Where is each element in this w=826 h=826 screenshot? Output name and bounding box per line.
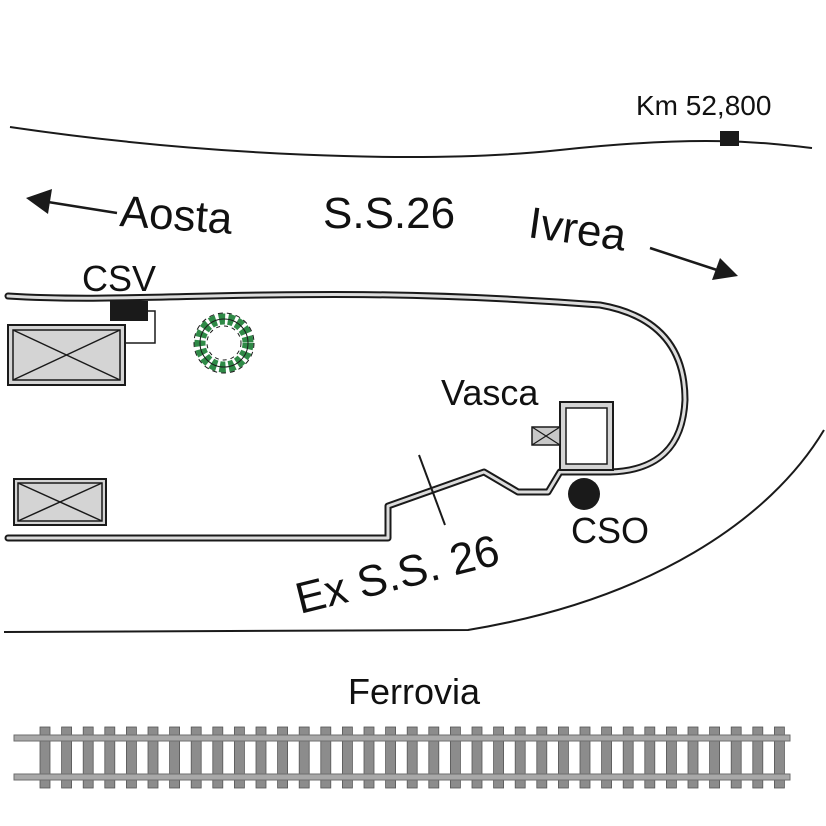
rail-sleeper xyxy=(449,726,461,789)
vasca-pump-box xyxy=(531,426,561,446)
rail-sleeper xyxy=(406,726,418,789)
csv-connector xyxy=(126,310,156,344)
csv-block xyxy=(110,301,148,321)
rail-sleeper xyxy=(558,726,569,789)
rail-sleeper xyxy=(363,726,375,789)
rail-sleeper xyxy=(104,726,116,789)
rail-sleeper xyxy=(471,726,483,789)
ivrea-arrow-shaft xyxy=(649,246,721,273)
vasca-label: Vasca xyxy=(441,372,539,413)
aosta-label: Aosta xyxy=(118,187,234,244)
aosta-arrow-head xyxy=(26,189,52,214)
rail-sleeper xyxy=(39,726,51,789)
km-label: Km 52,800 xyxy=(636,90,771,121)
cso-marker xyxy=(568,478,600,510)
rail-sleeper xyxy=(298,726,310,789)
rail-sleeper xyxy=(774,726,785,789)
tree-icon xyxy=(193,312,255,374)
rail-sleeper xyxy=(752,726,764,789)
rail-sleeper xyxy=(169,726,181,789)
rail-sleeper xyxy=(493,726,505,789)
ss26-road-edge xyxy=(9,126,813,158)
rail-sleeper xyxy=(385,726,397,789)
rail-sleeper xyxy=(622,726,634,789)
rail-sleeper xyxy=(277,726,289,789)
ivrea-label: Ivrea xyxy=(526,198,630,260)
rail-sleeper xyxy=(147,726,159,789)
rail-sleeper xyxy=(644,726,656,789)
rail-sleeper xyxy=(255,726,267,789)
building-2 xyxy=(13,478,107,526)
rail-sleeper xyxy=(536,726,548,789)
railway-track xyxy=(13,726,791,789)
rail-sleeper xyxy=(190,726,202,789)
rail-sleeper xyxy=(233,726,245,789)
rail-sleeper xyxy=(126,726,137,789)
rail-sleeper xyxy=(61,726,72,789)
vasca-tank xyxy=(559,401,614,471)
rail-sleeper xyxy=(601,726,612,789)
ex-ss26-road-edge xyxy=(3,429,825,633)
rail-sleeper xyxy=(687,726,699,789)
rail-sleeper xyxy=(320,726,332,789)
rail-sleeper xyxy=(82,726,94,789)
aosta-arrow-shaft xyxy=(47,200,118,215)
rail-sleeper xyxy=(666,726,677,789)
building-1 xyxy=(7,324,126,386)
rail-sleeper xyxy=(709,726,720,789)
csv-label: CSV xyxy=(82,258,156,299)
km-marker xyxy=(720,131,739,146)
rail-sleeper xyxy=(514,726,526,789)
rail-sleeper xyxy=(341,726,353,789)
ferrovia-label: Ferrovia xyxy=(348,671,481,712)
cso-label: CSO xyxy=(571,510,649,551)
ss26-label: S.S.26 xyxy=(323,189,455,238)
ivrea-arrow-head xyxy=(712,258,738,280)
pipeline xyxy=(4,290,689,542)
rail-sleeper xyxy=(212,726,224,789)
pipe-cut-line xyxy=(418,454,446,526)
rail-sleeper xyxy=(579,726,591,789)
rail-sleeper xyxy=(428,726,440,789)
rail-sleeper xyxy=(730,726,742,789)
